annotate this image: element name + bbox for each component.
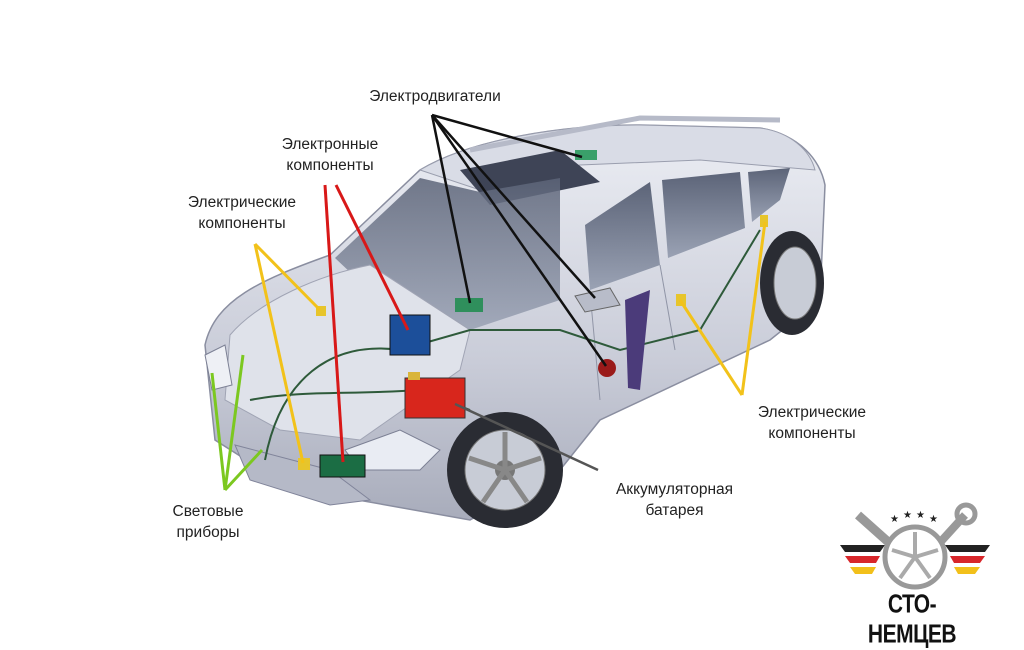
label-text: приборы — [176, 524, 240, 541]
label-text: Аккумуляторная — [615, 481, 734, 498]
electric-right-leader-lines — [678, 221, 767, 396]
label-text: Электродвигатели — [369, 88, 501, 105]
label-electric-components-left: Электрические компоненты — [162, 192, 322, 234]
label-text: компоненты — [768, 425, 856, 442]
label-text: компоненты — [198, 215, 286, 232]
ecu-component — [389, 314, 431, 356]
label-electronic-components: Электронные компоненты — [250, 134, 410, 176]
label-text: Электрические — [757, 404, 867, 421]
battery-leader-line — [454, 402, 599, 472]
label-text: компоненты — [286, 157, 374, 174]
label-text: Световые — [172, 503, 244, 520]
lights-leader-lines — [210, 354, 264, 492]
label-battery: Аккумуляторная батарея — [592, 479, 757, 521]
label-text: Электронные — [281, 136, 379, 153]
svg-text:★: ★ — [929, 514, 938, 525]
logo-emblem: ★ ★ ★ ★ — [840, 502, 990, 590]
electric-left-leader-lines — [253, 242, 322, 464]
label-text: Электрические — [187, 194, 297, 211]
battery-component — [404, 377, 466, 419]
svg-text:★: ★ — [916, 510, 925, 521]
car-body — [204, 115, 826, 528]
electronic-leader-lines — [323, 184, 410, 463]
logo-text: СТО-НЕМЦЕВ — [867, 590, 957, 649]
motors-leader-lines — [430, 113, 608, 367]
label-electric-components-right: Электрические компоненты — [732, 402, 892, 444]
label-text: батарея — [645, 502, 704, 519]
svg-text:★: ★ — [890, 514, 899, 525]
label-motors: Электродвигатели — [340, 86, 530, 107]
label-lights: Световые приборы — [148, 501, 268, 543]
svg-text:★: ★ — [903, 510, 912, 521]
